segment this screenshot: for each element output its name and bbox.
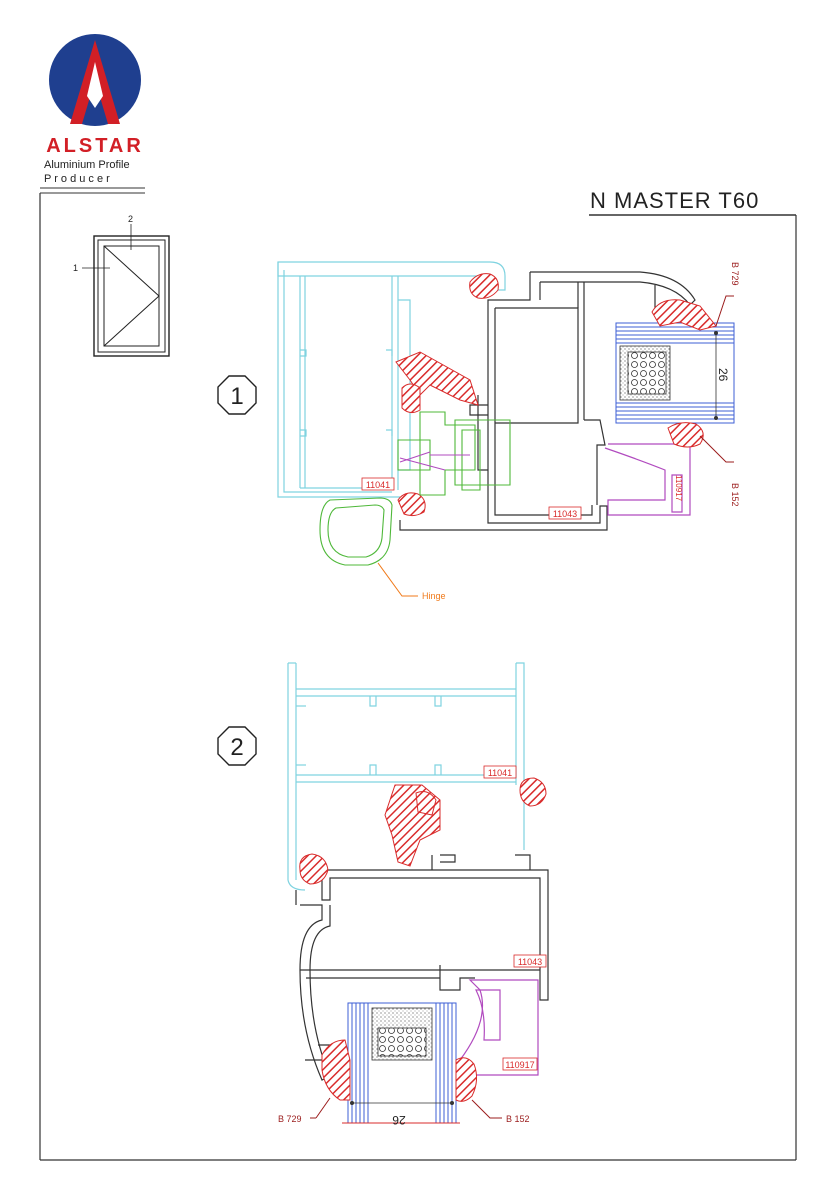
- section-1-gasket-sash-top: [469, 273, 499, 299]
- section-2-gasket-glass-right: [455, 1057, 478, 1102]
- section-2-bead-code: 110917: [505, 1060, 534, 1070]
- section-2-sash-profile: [287, 662, 525, 891]
- section-1-frame-profile: [399, 271, 696, 531]
- brand-name: ALSTAR: [46, 135, 144, 157]
- section-2-badge: 2: [217, 726, 257, 766]
- section-2-frame-code: 11043: [518, 957, 542, 967]
- section-2-glass-dim-text: 26: [392, 1113, 406, 1127]
- section-2-gaskets: [299, 777, 547, 1102]
- section-1-gasket-leaders: [699, 295, 734, 463]
- brand-tagline-1: Aluminium Profile: [44, 159, 130, 171]
- section-1-bead-code: 110917: [674, 475, 683, 502]
- section-1-sash-code-box: [361, 477, 395, 491]
- section-1-frame-code: 11043: [553, 509, 577, 519]
- section-1-gasket-frame-bottom: [397, 492, 426, 517]
- section-2-gasket-left-label: B 729: [278, 1114, 302, 1124]
- section-1-gasket-glass-bottom: [667, 422, 704, 448]
- section-1-glass-dim-text: 26: [716, 368, 730, 382]
- logo-a-mark-icon: [70, 40, 120, 124]
- section-2-sash-code-box: [483, 765, 517, 779]
- section-1-hinge-hardware: [319, 411, 511, 566]
- section-1-sash-profile: [277, 261, 506, 498]
- section-2-sash-code: 11041: [488, 768, 512, 778]
- section-2-frame-profile: [295, 854, 549, 1081]
- section-1-gasket-bottom-label: B 152: [730, 483, 740, 507]
- hinge-leader: [377, 562, 418, 597]
- hinge-barrel-icon: [319, 497, 393, 566]
- section-1-glass-dimension: [714, 330, 719, 420]
- section-1-gasket-top-label: B 729: [730, 262, 740, 286]
- section-1-glass-unit: [615, 322, 735, 424]
- section-1-gaskets: [395, 273, 717, 517]
- section-2-glass-dimension: [342, 1101, 460, 1124]
- alstar-logo: ALSTAR Aluminium Profile P r o d u c e r: [44, 34, 144, 185]
- section-1-frame-code-box: [548, 506, 582, 520]
- brand-tagline-2: P r o d u c e r: [44, 173, 110, 185]
- section-1-sash-code: 11041: [366, 480, 390, 490]
- section-2-bead-code-box: [502, 1057, 538, 1071]
- key-plan: [82, 224, 170, 357]
- section-2-gasket-glass-left: [321, 1039, 351, 1101]
- section-2-glass-unit: [347, 1002, 457, 1124]
- key-plan-label-1: 1: [73, 263, 78, 273]
- section-2-gasket-sash-left: [299, 853, 329, 885]
- section-2-gasket-leaders: [310, 1097, 502, 1119]
- section-1-badge: 1: [217, 375, 257, 415]
- section-1-gasket-glass-top: [651, 299, 717, 331]
- section-2-frame-code-box: [513, 954, 547, 968]
- section-1-glazing-bead: [604, 443, 691, 516]
- section-2-gasket-sash-right: [519, 777, 547, 807]
- hinge-label: Hinge: [422, 591, 446, 601]
- svg-text:1: 1: [230, 383, 243, 410]
- section-2-gasket-right-label: B 152: [506, 1114, 530, 1124]
- sheet-title: N MASTER T60: [590, 188, 759, 213]
- key-plan-label-2: 2: [128, 214, 133, 224]
- svg-text:2: 2: [230, 734, 243, 761]
- section-2-glazing-bead: [459, 979, 539, 1076]
- sheet-border: [39, 187, 797, 1161]
